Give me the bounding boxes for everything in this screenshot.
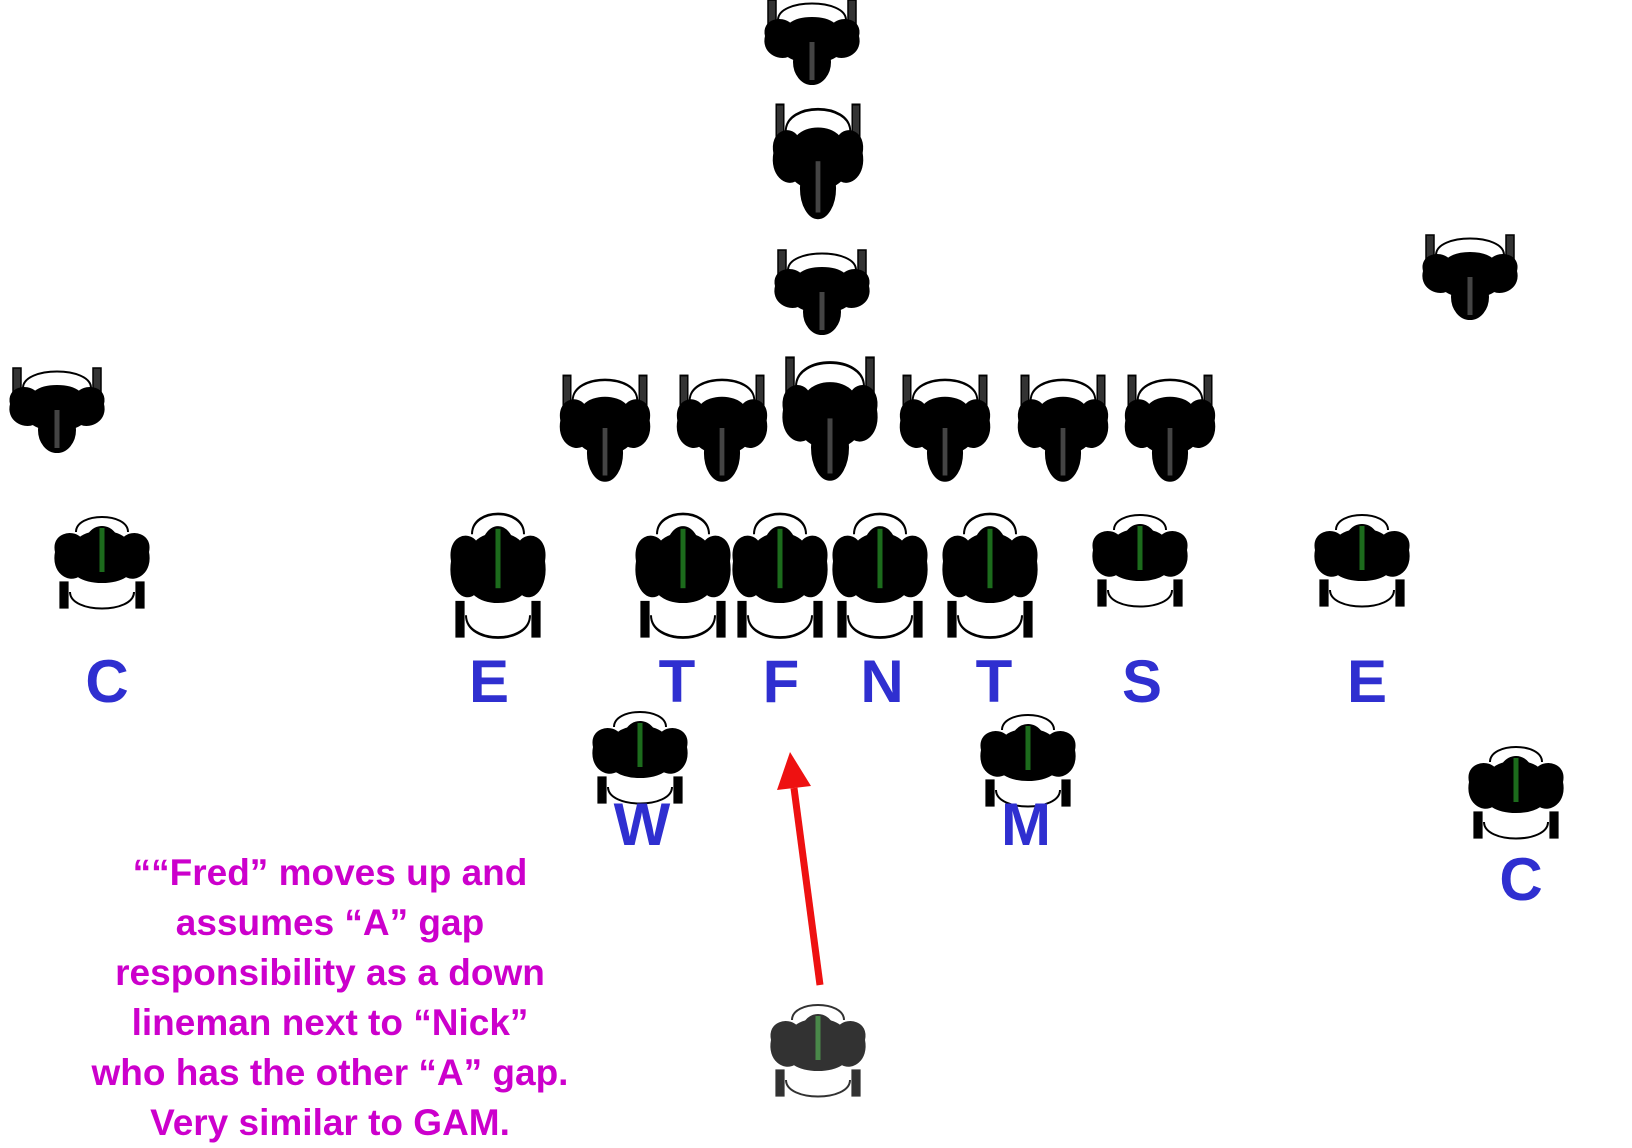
defensive-player-icon (732, 512, 828, 639)
offensive-player-icon (764, 0, 860, 85)
offensive-player-icon (559, 374, 651, 482)
defensive-player-icon (1468, 746, 1564, 840)
previous-position-icon (770, 1004, 866, 1098)
offensive-player-icon (781, 356, 879, 481)
label-cornerback-right: C (1499, 846, 1542, 913)
caption-line: assumes “A” gap (175, 902, 485, 943)
label-cornerback-left: C (85, 648, 128, 715)
offensive-player-icon (676, 374, 768, 482)
offensive-player-icon (1124, 374, 1216, 482)
defensive-player-icon (592, 711, 688, 805)
offensive-player-icon (9, 367, 105, 453)
defensive-player-icon (54, 516, 150, 610)
caption-line: lineman next to “Nick” (131, 1002, 529, 1043)
caption-line: who has the other “A” gap. (91, 1052, 569, 1093)
offensive-player-icon (899, 374, 991, 482)
defensive-player-icon (942, 512, 1038, 639)
label-nick: N (860, 648, 903, 715)
label-tackle-left: T (659, 648, 696, 715)
offense (9, 0, 1518, 482)
movement-arrow-icon (777, 752, 824, 986)
offensive-player-icon (1422, 234, 1518, 320)
label-fred: F (763, 648, 800, 715)
label-tackle-right: T (976, 648, 1013, 715)
caption-line: Very similar to GAM. (150, 1102, 510, 1143)
label-sam: S (1122, 648, 1162, 715)
offensive-player-icon (774, 249, 870, 335)
explanation-caption: ““Fred” moves up and assumes “A” gap res… (30, 848, 630, 1148)
label-will: W (614, 791, 671, 858)
label-end-right: E (1347, 648, 1387, 715)
defensive-player-icon (1092, 514, 1188, 608)
defensive-player-icon (635, 512, 731, 639)
position-labels: C E T F N T S E W M C (85, 648, 1542, 913)
defensive-player-icon (1314, 514, 1410, 608)
offensive-player-icon (772, 103, 864, 220)
label-mike: M (1001, 791, 1051, 858)
caption-line: ““Fred” moves up and (132, 852, 528, 893)
defensive-player-icon (450, 512, 546, 639)
caption-line: responsibility as a down (115, 952, 545, 993)
defensive-player-icon (832, 512, 928, 639)
label-end-left: E (469, 648, 509, 715)
offensive-player-icon (1017, 374, 1109, 482)
